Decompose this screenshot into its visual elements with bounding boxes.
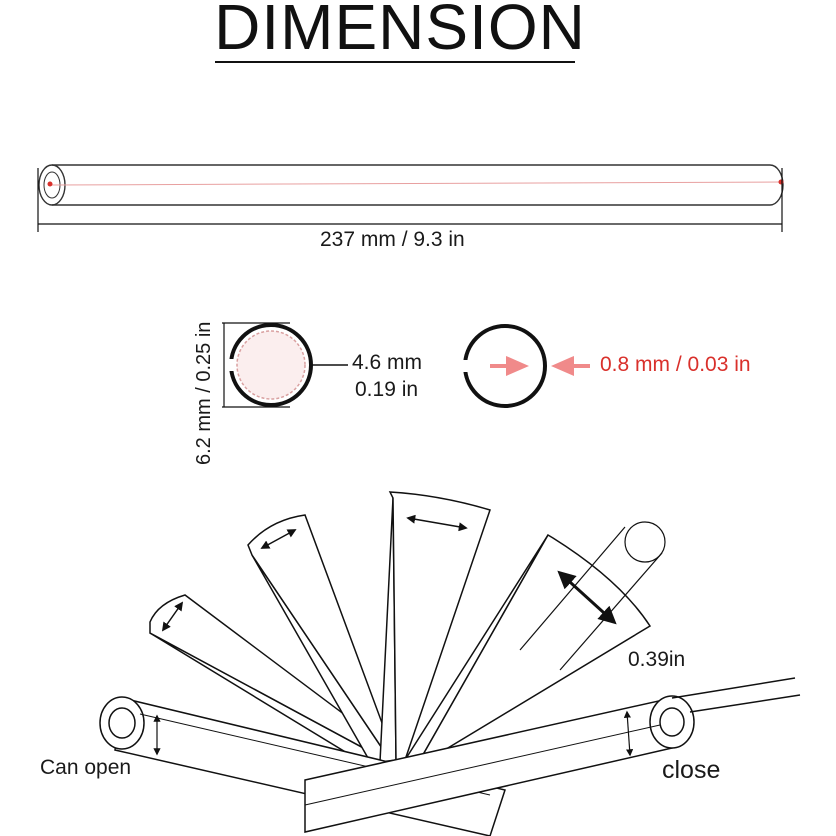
straw-length-view (38, 164, 784, 206)
close-state-label: close (662, 756, 721, 784)
fan-straw-4 (403, 533, 652, 761)
cross-section-outer (222, 322, 348, 408)
length-dimension-line (37, 168, 783, 232)
opening-width-label: 0.39in (628, 648, 686, 671)
open-state-label: Can open (40, 756, 132, 779)
straw-closed (304, 677, 801, 833)
inner-diameter-mm-label: 4.6 mm (352, 351, 423, 374)
inner-diameter-in-label: 0.19 in (355, 378, 419, 401)
length-label: 237 mm / 9.3 in (320, 228, 465, 251)
fan-straw-extension (519, 521, 666, 671)
outer-diameter-label: 6.2 mm / 0.25 in (193, 321, 215, 465)
wall-thickness-label: 0.8 mm / 0.03 in (600, 353, 751, 376)
page-title: DIMENSION (214, 0, 586, 63)
title-underline (215, 61, 575, 63)
cross-section-wall (460, 324, 590, 408)
fan-straw-1 (149, 594, 407, 771)
